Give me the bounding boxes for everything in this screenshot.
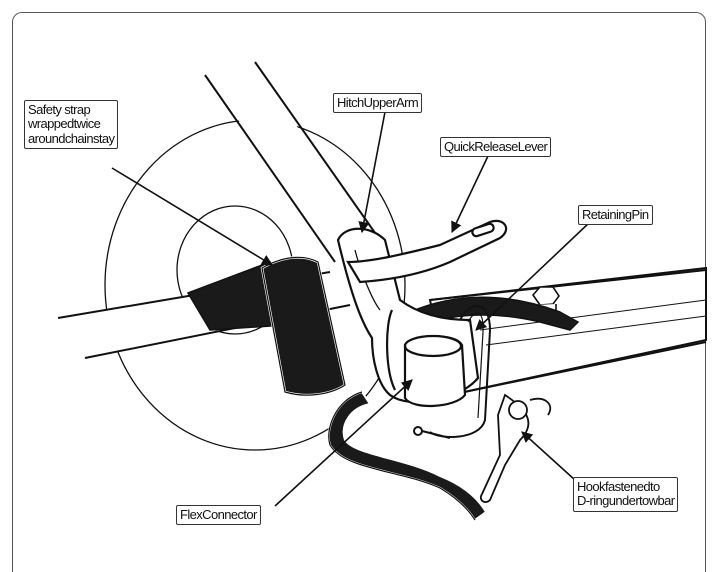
hook-label-line-1: Hookfastenedto bbox=[577, 480, 674, 494]
quick-release-lever-label: QuickReleaseLever bbox=[440, 137, 551, 157]
safety-strap-label-line-3: aroundchainstay bbox=[28, 132, 114, 146]
hook-label-line-2: D-ringundertowbar bbox=[577, 494, 674, 508]
hitch-upper-arm-arrow bbox=[362, 112, 385, 232]
flex-connector bbox=[405, 336, 465, 406]
safety-strap bbox=[188, 257, 345, 395]
safety-strap-arrow bbox=[112, 168, 272, 265]
flex-connector-arrow bbox=[275, 380, 412, 506]
safety-strap-label-line-1: Safety strap bbox=[28, 103, 114, 117]
safety-strap-label-line-2: wrappedtwice bbox=[28, 117, 114, 131]
retaining-pin-label: RetainingPin bbox=[578, 205, 653, 225]
strap-to-hook bbox=[329, 392, 486, 520]
flex-connector-label: FlexConnector bbox=[176, 505, 261, 525]
hook-label: Hookfastenedto D-ringundertowbar bbox=[573, 477, 678, 512]
hitch-upper-arm-label: HitchUpperArm bbox=[333, 93, 422, 113]
hook-arrow bbox=[522, 432, 575, 480]
quick-release-lever-arrow bbox=[452, 156, 488, 232]
safety-strap-label: Safety strap wrappedtwice aroundchainsta… bbox=[24, 100, 118, 149]
